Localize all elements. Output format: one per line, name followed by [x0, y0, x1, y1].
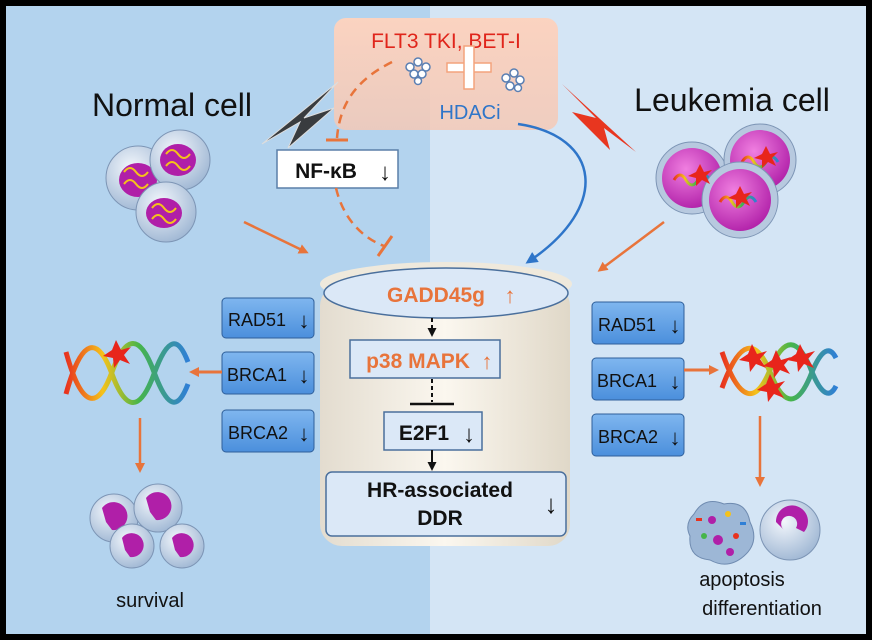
leukemia-cell-icon	[655, 123, 797, 239]
left-gene-box-brca1: BRCA1 ↓	[221, 351, 315, 395]
apoptosis-label: apoptosis	[699, 569, 785, 591]
normal-cell-icon	[105, 129, 211, 243]
gadd45g-node	[323, 267, 569, 319]
gene-label: RAD51	[228, 310, 286, 330]
apoptotic-cell-icon	[687, 501, 755, 565]
gene-down-arrow: ↓	[299, 363, 310, 388]
gene-label: BRCA2	[598, 427, 658, 447]
nfkb-label: NF-κB	[295, 160, 357, 183]
hr-ddr-label-line1: HR-associated	[367, 479, 513, 502]
leukemia-cell-title: Leukemia cell	[634, 82, 830, 118]
survival-label: survival	[116, 590, 184, 612]
differentiation-label: differentiation	[702, 598, 822, 620]
leukemia-cell-to-pathway-arrow	[597, 221, 665, 272]
gadd45g-up-arrow: ↑	[505, 283, 516, 308]
gene-down-arrow: ↓	[299, 308, 310, 333]
molecule-icon	[405, 57, 431, 86]
right-gene-box-rad51: RAD51 ↓	[591, 301, 685, 345]
gene-down-arrow: ↓	[670, 425, 681, 450]
gene-label: BRCA1	[597, 371, 657, 391]
nfkb-box	[276, 149, 399, 189]
nfkb-down-arrow: ↓	[379, 159, 391, 186]
hr-ddr-node	[325, 471, 567, 537]
left-gene-box-brca2: BRCA2 ↓	[221, 409, 315, 453]
molecule-icon	[501, 68, 525, 93]
lightning-bolt-icon	[262, 82, 338, 148]
gene-down-arrow: ↓	[670, 369, 681, 394]
gene-down-arrow: ↓	[670, 313, 681, 338]
right-gene-box-brca1: BRCA1 ↓	[591, 357, 685, 401]
hdaci-to-gadd45g-connector	[517, 122, 587, 264]
surviving-cells-icon	[89, 483, 205, 569]
lightning-bolt-icon	[562, 84, 636, 152]
gene-label: RAD51	[598, 315, 656, 335]
drug-inhibits-nfkb-connector	[335, 60, 393, 139]
left-gene-box-rad51: RAD51 ↓	[221, 297, 315, 339]
gadd45g-label: GADD45g	[387, 284, 485, 307]
gene-label: BRCA1	[227, 365, 287, 385]
drug-label-flt3-bet: FLT3 TKI, BET-I	[371, 30, 521, 53]
normal-cell-to-pathway-arrow	[243, 220, 309, 254]
hr-ddr-label-line2: DDR	[417, 507, 463, 530]
damaged-dna-helix-icon	[719, 342, 839, 402]
p38-mapk-label: p38 MAPK	[366, 350, 470, 373]
nfkb-inhibits-gadd45g-connector	[334, 187, 385, 248]
p38-mapk-node	[349, 339, 501, 379]
right-gene-box-brca2: BRCA2 ↓	[591, 413, 685, 457]
drug-box	[334, 18, 558, 130]
normal-cell-title: Normal cell	[92, 87, 252, 123]
p38-mapk-up-arrow: ↑	[482, 349, 493, 374]
dna-helix-icon	[63, 340, 191, 405]
e2f1-down-arrow: ↓	[463, 421, 475, 448]
plus-icon	[446, 45, 492, 90]
gene-label: BRCA2	[228, 423, 288, 443]
hr-ddr-down-arrow: ↓	[545, 489, 558, 519]
drug-label-hdaci: HDACi	[439, 102, 500, 124]
differentiated-cell-icon	[759, 499, 821, 561]
e2f1-label: E2F1	[399, 422, 450, 445]
gene-down-arrow: ↓	[299, 421, 310, 446]
